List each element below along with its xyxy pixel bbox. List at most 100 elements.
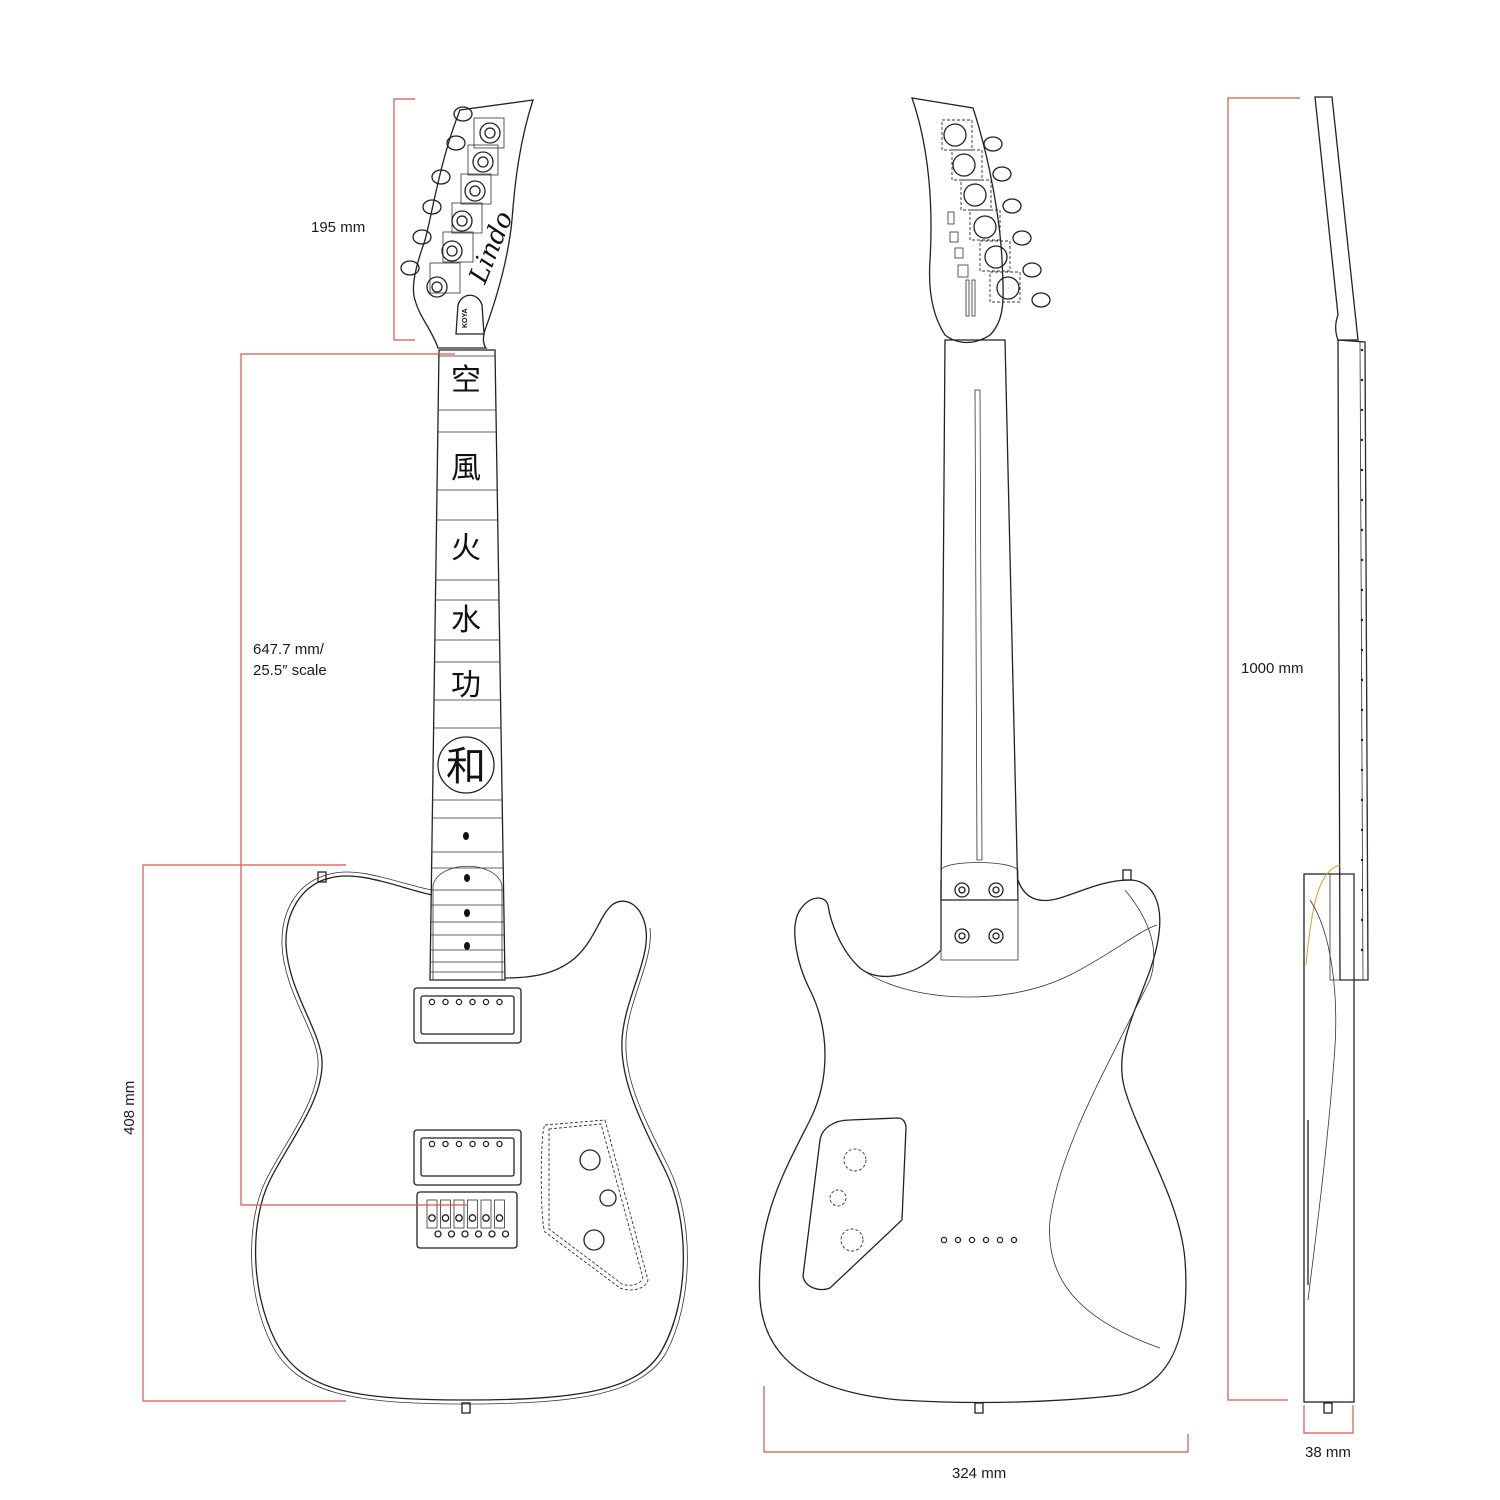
back-strap-button-top xyxy=(1122,869,1132,881)
saddle-screw xyxy=(428,1214,436,1222)
bridge-pickup xyxy=(413,1129,522,1186)
pole-piece xyxy=(442,998,449,1006)
inlay-wind: 風 xyxy=(451,451,481,486)
neck-heel xyxy=(432,866,503,980)
body-contour xyxy=(859,924,1158,998)
frets xyxy=(430,355,505,973)
strap-button-top xyxy=(317,871,327,883)
truss-rod-cover-label: KOYA xyxy=(462,308,469,328)
front-tuners xyxy=(400,106,505,298)
pole-piece xyxy=(455,998,463,1006)
truss-rod-cover xyxy=(455,294,485,335)
pole-piece xyxy=(455,1140,463,1148)
saddle-screw xyxy=(482,1214,490,1222)
back-neck xyxy=(940,339,1019,901)
volume-knob xyxy=(579,1149,601,1171)
saddle xyxy=(480,1199,492,1229)
inlay-fire: 火 xyxy=(451,531,481,566)
inlay-circle xyxy=(437,736,495,794)
ferrule xyxy=(982,1236,990,1244)
side-body-top xyxy=(1329,873,1355,981)
bridge xyxy=(416,1191,518,1249)
inlay-harmony: 和 xyxy=(446,744,486,790)
dim-headstock-label: 195 mm xyxy=(311,219,365,236)
pole-piece xyxy=(482,1140,490,1148)
bridge-screw xyxy=(501,1230,510,1238)
side-dot xyxy=(1360,918,1364,922)
bridge-screw xyxy=(434,1230,442,1238)
side-dot xyxy=(1360,708,1364,712)
side-dot xyxy=(1360,438,1364,442)
ferrule xyxy=(940,1236,948,1244)
saddle-screw xyxy=(441,1214,450,1222)
back-tuners xyxy=(941,119,1051,308)
saddle xyxy=(453,1199,465,1229)
side-dot xyxy=(1360,648,1364,652)
pole-piece xyxy=(428,1140,436,1148)
saddle xyxy=(440,1199,451,1229)
front-body xyxy=(254,875,685,1401)
dimension-lines: 195 mm 647.7 mm/ 25.5″ scale 408 mm 1000… xyxy=(121,97,1354,1482)
bridge-screw xyxy=(447,1230,456,1238)
dim-thickness xyxy=(1303,1405,1354,1434)
strap-button-bottom xyxy=(461,1402,471,1414)
dim-thickness-label: 38 mm xyxy=(1305,1444,1351,1461)
ferrule xyxy=(968,1236,976,1244)
neck-pickup xyxy=(413,987,522,1044)
inlay-merit: 功 xyxy=(451,668,481,703)
ferrule xyxy=(954,1236,962,1244)
control-plate xyxy=(540,1119,649,1291)
side-body xyxy=(1303,873,1355,1403)
side-dot xyxy=(1360,768,1364,772)
front-view: KOYA Lindo 空 風 火 水 功 和 xyxy=(251,99,688,1414)
pole-piece xyxy=(469,1140,476,1148)
dim-scale-label-2: 25.5″ scale xyxy=(253,662,327,679)
dim-scale-label-1: 647.7 mm/ xyxy=(253,641,325,658)
dim-headstock xyxy=(393,98,415,341)
dim-body-width xyxy=(763,1386,1189,1453)
side-dot xyxy=(1360,468,1364,472)
inlay-water: 水 xyxy=(451,603,481,638)
back-headstock xyxy=(911,97,1004,344)
saddle xyxy=(426,1199,438,1229)
string-ferrules xyxy=(940,1236,1018,1244)
saddle-screw xyxy=(495,1214,504,1222)
front-body-binding xyxy=(251,871,688,1405)
body-contour-2 xyxy=(1049,889,1161,1349)
neck-plate xyxy=(940,862,1019,961)
side-dot xyxy=(1360,828,1364,832)
side-view xyxy=(1303,96,1369,1414)
tone-knob xyxy=(583,1229,605,1251)
inlay-sky: 空 xyxy=(451,363,481,398)
side-dot xyxy=(1360,888,1364,892)
saddle-screw xyxy=(455,1214,463,1222)
dim-scale xyxy=(240,353,468,1206)
saddle xyxy=(494,1199,505,1229)
side-dot xyxy=(1360,618,1364,622)
side-dot xyxy=(1360,858,1364,862)
saddle-screw xyxy=(468,1214,477,1222)
pole-piece xyxy=(442,1140,449,1148)
pole-piece xyxy=(496,1140,503,1148)
back-body xyxy=(758,879,1187,1404)
ferrule xyxy=(1010,1236,1018,1244)
side-dot xyxy=(1360,738,1364,742)
pole-piece xyxy=(496,998,503,1006)
front-headstock xyxy=(412,99,534,349)
side-strap-button xyxy=(1323,1402,1333,1414)
back-strap-button-bottom xyxy=(974,1402,984,1414)
side-dot xyxy=(1360,678,1364,682)
heel-curve xyxy=(1305,864,1341,966)
bridge-screw xyxy=(461,1230,469,1238)
side-neck xyxy=(1337,339,1369,981)
ferrule xyxy=(996,1236,1004,1244)
dim-body-width-label: 324 mm xyxy=(952,1465,1006,1482)
side-dot xyxy=(1360,498,1364,502)
side-dot xyxy=(1360,798,1364,802)
side-dot xyxy=(1360,558,1364,562)
control-cavity-cover xyxy=(802,1117,907,1291)
side-dots xyxy=(1360,348,1364,952)
dim-body-length-label: 408 mm xyxy=(121,1081,138,1135)
side-dot xyxy=(1360,948,1364,952)
